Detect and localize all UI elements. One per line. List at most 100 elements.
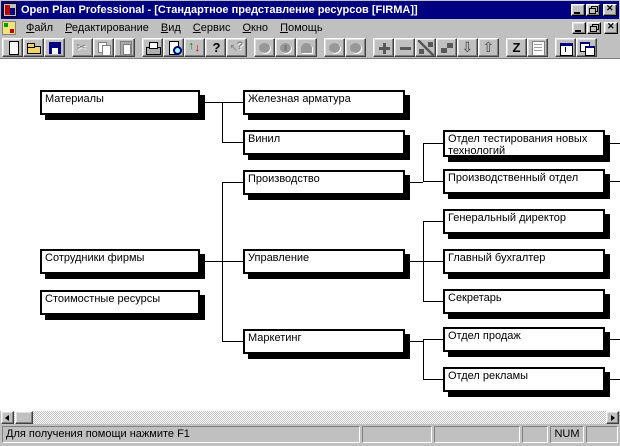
resource-node[interactable]: Генеральный директор xyxy=(443,209,605,234)
connector-line xyxy=(222,261,243,262)
collapse-button[interactable] xyxy=(394,38,415,57)
titlebar-restore-button[interactable] xyxy=(586,4,600,16)
right-arrow-icon xyxy=(611,415,615,421)
save-button[interactable] xyxy=(44,38,65,57)
menu-item[interactable]: Редактирование xyxy=(65,22,149,34)
window-cascade-icon xyxy=(579,40,595,56)
cut-button xyxy=(72,38,93,57)
resource-node[interactable]: Главный бухгалтер xyxy=(443,249,605,274)
left-arrow-icon xyxy=(5,415,9,421)
resource-node-label: Железная арматура xyxy=(248,93,351,105)
resource-node[interactable]: Винил xyxy=(243,130,405,155)
connector-line xyxy=(222,182,243,183)
resource-node[interactable]: Производственный отдел xyxy=(443,169,605,194)
resource-node[interactable]: Производство xyxy=(243,170,405,195)
ellipse-link-tool-button xyxy=(275,38,296,57)
connector-line xyxy=(423,301,443,302)
app-icon[interactable] xyxy=(3,3,17,17)
toolbar-group xyxy=(324,38,366,57)
connector-line xyxy=(405,341,423,342)
resource-node[interactable]: Отдел тестирования новых технологий xyxy=(443,130,605,157)
resource-node[interactable]: Стоимостные ресурсы xyxy=(40,290,200,315)
resource-node[interactable]: Маркетинг xyxy=(243,329,405,354)
open-icon xyxy=(26,40,42,56)
connector-line xyxy=(423,143,424,182)
connector-line xyxy=(222,102,223,143)
status-bar: Для получения помощи нажмите F1 NUM xyxy=(0,424,620,446)
move-up-icon xyxy=(481,39,497,56)
link-nodes-icon xyxy=(417,39,434,56)
toolbar-group xyxy=(142,38,247,57)
resource-node-label: Отдел рекламы xyxy=(448,370,529,382)
print-preview-button[interactable] xyxy=(163,38,184,57)
print-preview-icon xyxy=(166,40,182,56)
horizontal-scrollbar[interactable] xyxy=(1,411,619,424)
context-help-icon xyxy=(229,40,245,56)
update-button[interactable] xyxy=(184,38,205,57)
toolbar-group xyxy=(555,38,597,57)
open-button[interactable] xyxy=(23,38,44,57)
scroll-right-button[interactable] xyxy=(606,411,619,424)
zigzag-button[interactable] xyxy=(506,38,527,57)
connector-line xyxy=(423,339,443,340)
menu-item[interactable]: Окно xyxy=(242,22,269,34)
scroll-left-button[interactable] xyxy=(1,411,14,424)
resource-node-label: Секретарь xyxy=(448,292,502,304)
move-up-button[interactable] xyxy=(478,38,499,57)
titlebar-minimize-button[interactable] xyxy=(571,4,585,16)
window-cascade-button[interactable] xyxy=(576,38,597,57)
steps-button[interactable] xyxy=(436,38,457,57)
window-split-button[interactable] xyxy=(555,38,576,57)
resource-node-label: Производство xyxy=(248,173,320,185)
menu-items: Файл Редактирование Вид Сервис Окно Помощь xyxy=(20,21,572,35)
title-bar: Open Plan Professional - [Стандартное пр… xyxy=(1,1,619,19)
window-split-icon xyxy=(558,40,574,56)
toolbar-group xyxy=(373,38,499,57)
new-button[interactable] xyxy=(2,38,23,57)
expand-button[interactable] xyxy=(373,38,394,57)
resource-node[interactable]: Сотрудники фирмы xyxy=(40,249,200,274)
resource-node-label: Маркетинг xyxy=(248,332,302,344)
child-minimize-button[interactable] xyxy=(572,22,586,34)
menu-item[interactable]: Сервис xyxy=(192,22,231,34)
connector-line xyxy=(222,142,243,143)
move-down-icon xyxy=(460,39,476,56)
notes-icon xyxy=(530,40,546,56)
resource-node-label: Винил xyxy=(248,133,281,145)
child-close-button[interactable] xyxy=(604,21,618,34)
menu-item[interactable]: Помощь xyxy=(280,22,323,34)
status-pane-2 xyxy=(362,426,432,443)
move-down-button[interactable] xyxy=(457,38,478,57)
connector-line xyxy=(423,143,443,144)
menu-item[interactable]: Вид xyxy=(160,22,181,34)
resource-node[interactable]: Отдел рекламы xyxy=(443,367,605,392)
titlebar-close-button[interactable] xyxy=(603,3,617,16)
resource-node[interactable]: Управление xyxy=(243,249,405,274)
ellipse-tool-icon xyxy=(257,40,273,56)
paste-button xyxy=(114,38,135,57)
circle-tool-1-icon xyxy=(327,40,343,56)
connector-line xyxy=(222,341,243,342)
resource-node[interactable]: Отдел продаж xyxy=(443,327,605,352)
resource-node-label: Материалы xyxy=(45,93,104,105)
print-button[interactable] xyxy=(142,38,163,57)
toolbar-group xyxy=(506,38,548,57)
notes-button xyxy=(527,38,548,57)
menu-bar: Файл Редактирование Вид Сервис Окно Помощь xyxy=(0,19,620,37)
link-nodes-button[interactable] xyxy=(415,38,436,57)
document-icon[interactable] xyxy=(2,21,16,35)
ellipse-link-tool-icon xyxy=(278,40,294,56)
menu-item[interactable]: Файл xyxy=(26,22,54,34)
resource-node[interactable]: Секретарь xyxy=(443,289,605,314)
connector-line xyxy=(423,379,443,380)
connector-line xyxy=(609,379,620,380)
scrollbar-thumb[interactable] xyxy=(15,411,33,424)
child-restore-button[interactable] xyxy=(587,22,601,34)
circle-tool-1-button xyxy=(324,38,345,57)
help-button[interactable] xyxy=(205,38,226,57)
resource-node[interactable]: Материалы xyxy=(40,90,200,115)
paste-icon xyxy=(117,40,133,56)
resource-node-label: Производственный отдел xyxy=(448,172,579,184)
resource-node[interactable]: Железная арматура xyxy=(243,90,405,115)
rounded-node-tool-button xyxy=(296,38,317,57)
